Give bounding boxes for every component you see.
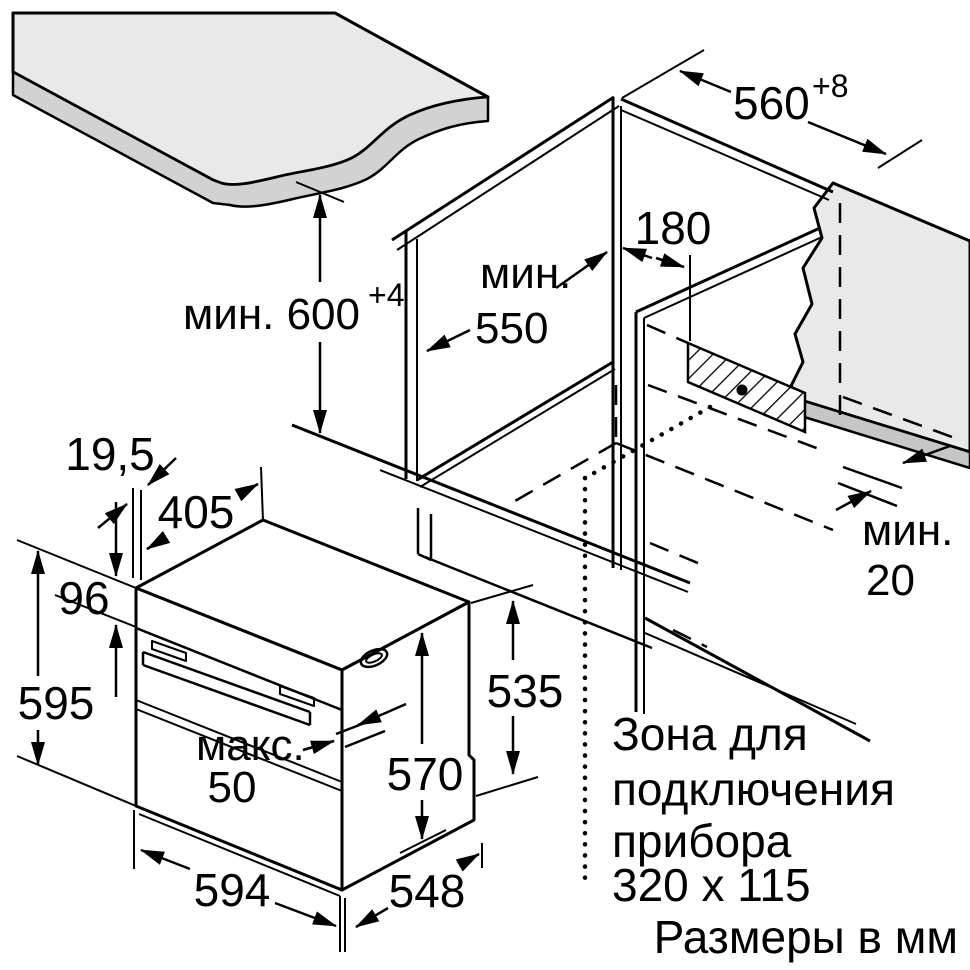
units-note: Размеры в мм [654,911,958,963]
dim-rear-gap-value: 20 [866,556,915,605]
dim-niche-height-tolerance: +4 [368,277,404,313]
oven-front-face [134,586,344,892]
dim-zone-offset-label: 180 [635,202,712,254]
dim-front-frame-label: 19,5 [65,428,155,480]
side-vent-slot [359,647,389,669]
dim-body-front-label: 570 [387,748,464,800]
connection-zone-note: Зона для подключения прибора 320 x 115 [612,708,895,911]
dim-niche-width-label: 560 [733,77,810,129]
dim-niche-width-tolerance: +8 [812,68,848,104]
zone-note-line4: 320 x 115 [612,859,811,911]
dim-niche-height-label: мин. 600 [183,290,360,339]
oven [134,518,476,897]
dim-niche-depth-prefix: мин. [480,249,571,298]
cabinet-niche [291,95,871,743]
connection-point-dot [736,384,748,396]
zone-note-line3: прибора [612,815,792,867]
dim-oven-width-label: 594 [194,864,271,916]
zone-note-line2: подключения [612,763,895,815]
dim-body-rear-label: 535 [487,665,564,717]
worktop [11,11,490,208]
dim-top-depth-label: 405 [158,486,235,538]
dim-niche-depth-value: 550 [475,304,548,353]
rear-wall [789,181,970,470]
dim-rear-gap-prefix: мин. [862,506,953,555]
zone-note-line1: Зона для [612,708,808,760]
oven-handle [141,640,315,727]
dim-oven-depth-label: 548 [389,865,466,917]
dim-panel-height-label: 96 [58,572,109,624]
dimension-labels: мин. 600 +4 560 +8 мин. 550 180 19,5 405… [18,68,954,917]
dim-oven-height-label: 595 [18,677,95,729]
dimensions [16,49,951,952]
dim-handle-value: 50 [208,763,257,812]
dim-handle-prefix: макс. [196,721,305,770]
connection-zone-hatch [582,341,807,881]
